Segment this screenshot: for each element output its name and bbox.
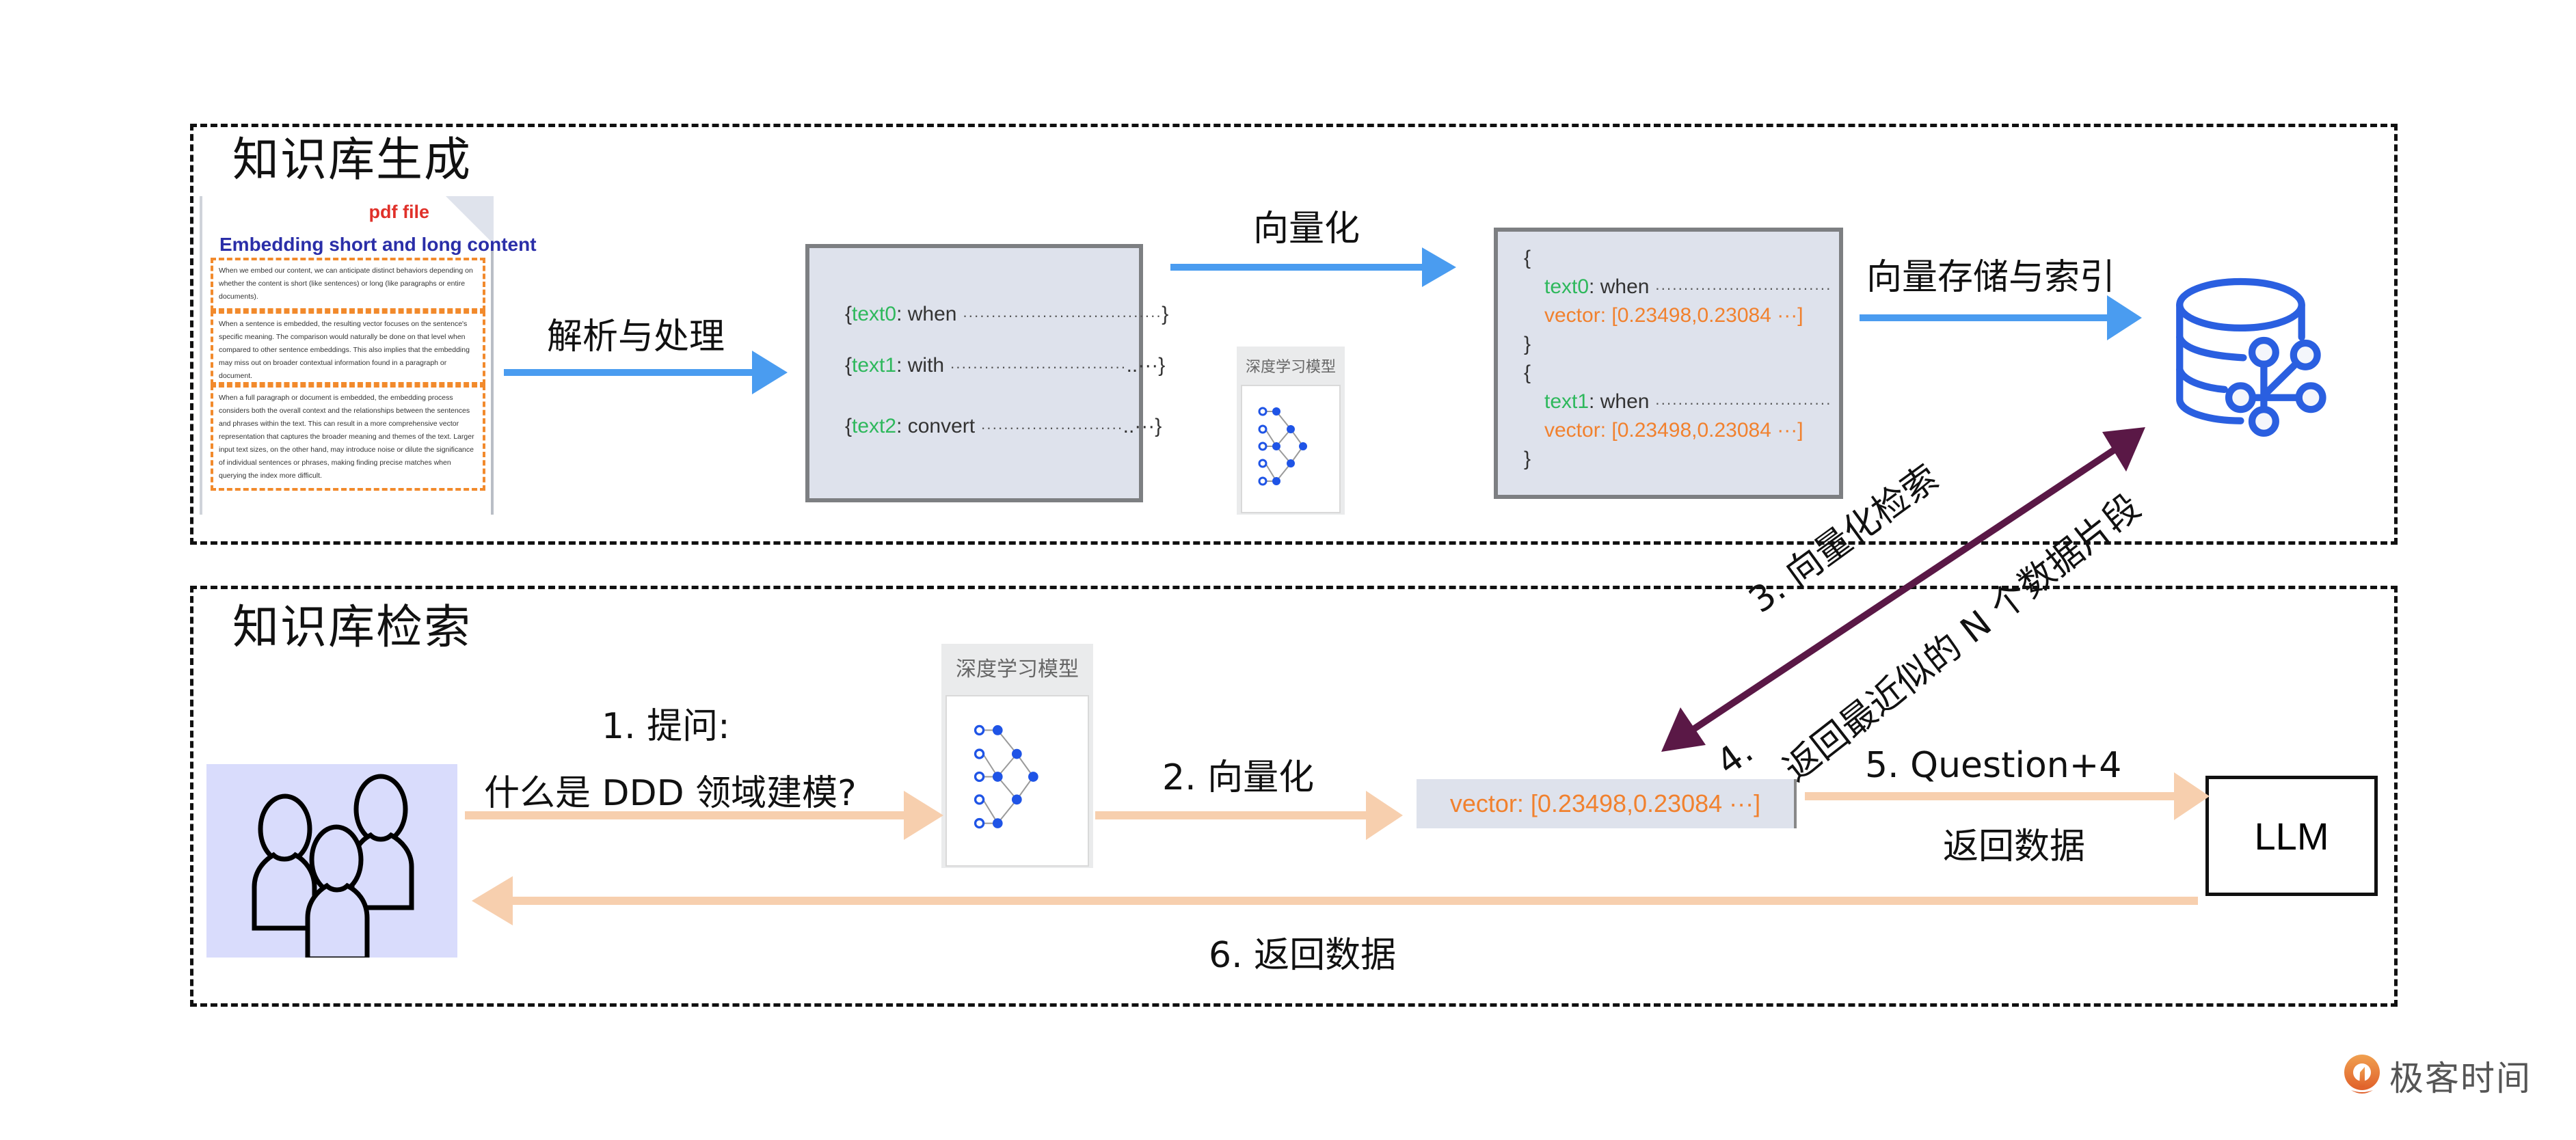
knowledge-retrieval-title: 知识库检索	[232, 601, 472, 655]
knowledge-generation-section	[190, 124, 2398, 545]
pdf-paragraph: When a sentence is embedded, the resulti…	[211, 311, 485, 385]
arrow-question	[465, 791, 943, 840]
deep-learning-model-top: 深度学习模型	[1237, 347, 1345, 515]
page-fold-corner	[446, 196, 494, 244]
llm-label: LLM	[2254, 814, 2329, 858]
label-step6: 6. 返回数据	[1209, 935, 1397, 976]
vector-record-vector: vector: [0.23498,0.23084 ···]	[1544, 419, 1803, 442]
llm-box[interactable]: LLM	[2205, 776, 2378, 896]
pdf-document: pdf file Embedding short and long conten…	[200, 196, 537, 515]
text-chunk: {text2: convert ························…	[845, 415, 1162, 437]
pdf-paragraph: When a full paragraph or document is emb…	[211, 385, 485, 491]
knowledge-generation-title: 知识库生成	[232, 133, 472, 187]
arrow-vector-search	[1661, 427, 2145, 752]
query-vector-box: vector: [0.23498,0.23084 ···]	[1417, 779, 1797, 828]
arrow-store-index	[1860, 295, 2142, 340]
model-title: 深度学习模型	[1245, 359, 1336, 376]
label-store-index: 向量存储与索引	[1866, 257, 2116, 298]
label-parse: 解析与处理	[547, 316, 725, 357]
arrow-parse	[504, 351, 788, 394]
knowledge-retrieval-section	[190, 586, 2398, 1007]
arrow-vectorize-bottom	[1095, 791, 1403, 840]
vector-record-text: text0: when ····························…	[1544, 275, 1832, 298]
label-step1-question: 什么是 DDD 领域建模?	[484, 773, 857, 814]
users-box[interactable]	[206, 764, 457, 962]
brand-name: 极客时间	[2389, 1059, 2532, 1098]
vector-record-vector: vector: [0.23498,0.23084 ···]	[1544, 304, 1803, 327]
brand-logo: 极客时间	[2342, 1051, 2532, 1100]
label-step2: 2. 向量化	[1162, 757, 1315, 798]
arrow-question-plus-context	[1805, 772, 2210, 820]
text-chunk: {text0: when ···························…	[845, 303, 1169, 325]
database-network-icon	[2176, 277, 2326, 437]
pdf-paragraph: When we embed our content, we can antici…	[211, 258, 485, 311]
vector-record-text: text1: when ····························…	[1544, 390, 1832, 413]
text-chunks-box: {text0: when ···························…	[805, 244, 1168, 502]
label-step1: 1. 提问:	[602, 706, 730, 747]
vector-records-box: { text0: when ··························…	[1494, 228, 1843, 499]
users-group-icon	[252, 774, 414, 962]
pdf-title: Embedding short and long content	[219, 234, 537, 255]
model-title: 深度学习模型	[956, 657, 1079, 681]
label-step5: 5. Question+4	[1865, 745, 2122, 786]
neural-network-icon	[1258, 407, 1307, 486]
text-chunk: {text1: with ···························…	[845, 354, 1166, 377]
neural-network-icon	[974, 724, 1038, 829]
geektime-logo-icon	[2344, 1055, 2380, 1094]
label-vectorize-top: 向量化	[1253, 208, 1360, 249]
pdf-file-tag: pdf file	[368, 202, 430, 222]
arrow-return-data	[472, 876, 2198, 925]
deep-learning-model-bottom: 深度学习模型	[941, 644, 1093, 868]
arrow-vectorize-top	[1170, 247, 1456, 287]
label-step5-return: 返回数据	[1943, 826, 2086, 867]
